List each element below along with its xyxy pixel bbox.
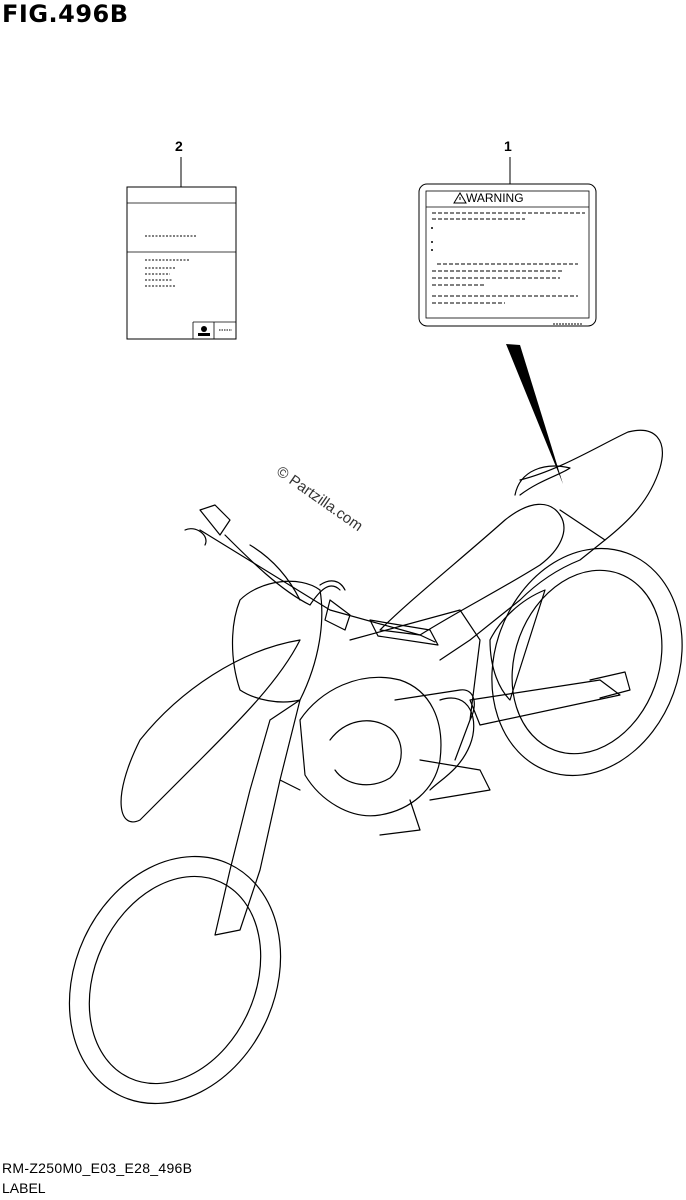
warning-label xyxy=(418,183,597,327)
fuel-tank xyxy=(379,503,565,636)
manual-label xyxy=(126,186,237,340)
rear-fender xyxy=(439,429,663,661)
figure-title: FIG.496B xyxy=(2,0,129,28)
motorcycle-drawing xyxy=(68,429,683,1105)
front-fork xyxy=(214,699,301,936)
exhaust-pipe xyxy=(429,697,475,791)
label-pointer xyxy=(506,344,563,484)
front-fender xyxy=(120,639,301,823)
warning-triangle-icon xyxy=(453,192,467,204)
front-wheel xyxy=(68,855,282,1105)
callout-1: 1 xyxy=(504,138,512,154)
handlebar xyxy=(199,529,436,643)
figure-code: RM-Z250M0_E03_E28_496B xyxy=(2,1160,193,1176)
section-label: LABEL xyxy=(2,1180,46,1196)
number-plate xyxy=(231,580,323,703)
swingarm xyxy=(469,679,621,726)
rear-wheel xyxy=(491,547,683,777)
engine xyxy=(299,676,442,817)
warning-label-title: WARNING xyxy=(466,191,524,205)
callout-2: 2 xyxy=(175,138,183,154)
